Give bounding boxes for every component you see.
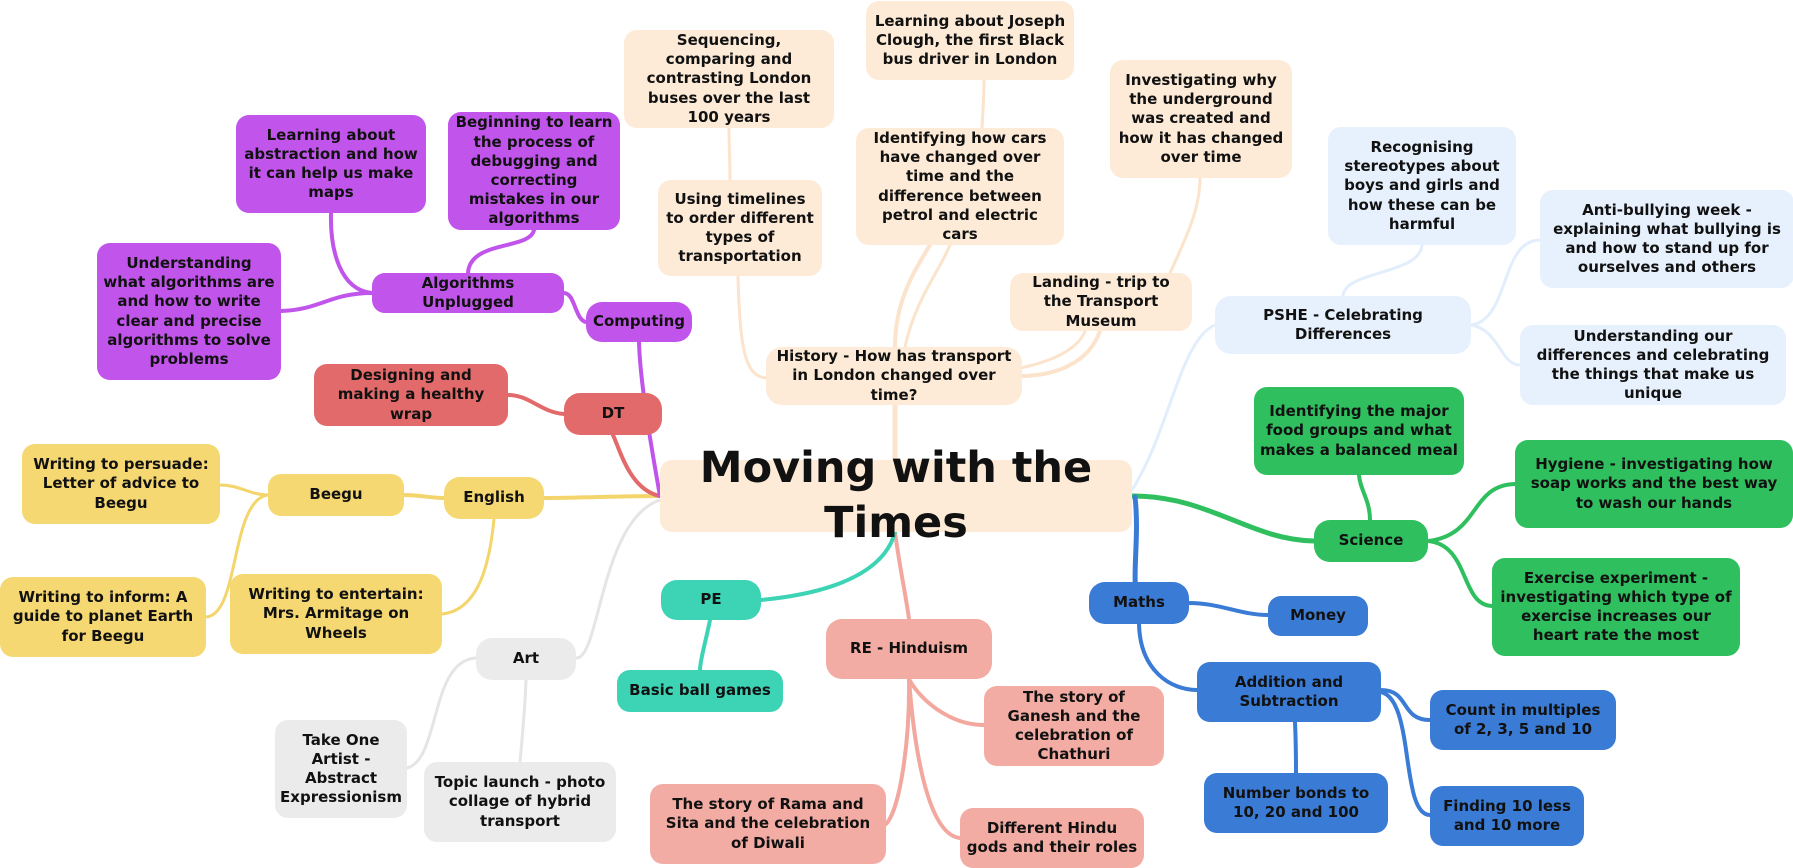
maths-bonds-node[interactable]: Number bonds to 10, 20 and 100 [1204, 773, 1388, 833]
link-unplugged-algorithms [279, 291, 374, 313]
dt-wrap-node[interactable]: Designing and making a healthy wrap [314, 364, 508, 426]
link-addsub-bonds [1293, 720, 1298, 775]
link-re-gods [907, 677, 962, 840]
science-hygiene-node[interactable]: Hygiene - investigating how soap works a… [1515, 440, 1793, 528]
pshe-stereotypes-node[interactable]: Recognising stereotypes about boys and g… [1328, 127, 1516, 245]
link-art-collage [518, 678, 528, 764]
maths-node[interactable]: Maths [1089, 582, 1189, 624]
pe-node[interactable]: PE [661, 580, 761, 620]
english-persuade-node[interactable]: Writing to persuade: Letter of advice to… [22, 444, 220, 524]
link-pshe-stereotypes [1341, 243, 1424, 298]
link-center-dt [611, 433, 662, 498]
art-artist-node[interactable]: Take One Artist - Abstract Expressionism [275, 720, 407, 818]
re-ganesh-node[interactable]: The story of Ganesh and the celebration … [984, 686, 1164, 766]
history-buses-node[interactable]: Sequencing, comparing and contrasting Lo… [624, 30, 834, 128]
computing-node[interactable]: Computing [586, 302, 692, 342]
link-center-re [893, 530, 911, 621]
link-landing-underground [1168, 176, 1202, 275]
link-addsub-tenless [1379, 690, 1432, 817]
english-entertain-node[interactable]: Writing to entertain: Mrs. Armitage on W… [230, 574, 442, 654]
comp-algorithms-node[interactable]: Understanding what algorithms are and ho… [97, 243, 281, 380]
link-pshe-antibullying [1469, 238, 1542, 327]
link-unplugged-abstraction [328, 211, 374, 295]
re-rama-node[interactable]: The story of Rama and Sita and the celeb… [650, 784, 886, 864]
link-history-cars [893, 243, 932, 349]
art-collage-node[interactable]: Topic launch - photo collage of hybrid t… [424, 762, 616, 842]
link-beegu-inform [204, 493, 270, 619]
link-cars-clough [980, 78, 986, 130]
link-beegu-persuade [218, 483, 270, 497]
comp-debugging-node[interactable]: Beginning to learn the process of debugg… [448, 112, 620, 230]
re-node[interactable]: RE - Hinduism [826, 619, 992, 679]
link-center-pshe [1130, 323, 1217, 492]
pshe-antibullying-node[interactable]: Anti-bullying week - explaining what bul… [1540, 190, 1793, 288]
pshe-differences-node[interactable]: Understanding our differences and celebr… [1520, 325, 1786, 405]
link-center-pe [759, 530, 897, 602]
link-maths-addsub [1137, 622, 1199, 692]
pe-ball-node[interactable]: Basic ball games [617, 670, 783, 712]
re-gods-node[interactable]: Different Hindu gods and their roles [960, 808, 1144, 868]
link-center-art [574, 498, 662, 660]
link-english-beegu [402, 493, 446, 500]
history-clough-node[interactable]: Learning about Joseph Clough, the first … [866, 1, 1074, 80]
pshe-node[interactable]: PSHE - Celebrating Differences [1215, 296, 1471, 354]
link-addsub-multiples [1379, 688, 1432, 722]
science-node[interactable]: Science [1314, 520, 1428, 562]
link-computing-unplugged [562, 291, 588, 324]
maths-money-node[interactable]: Money [1268, 596, 1368, 636]
link-history-timelines [736, 274, 770, 380]
comp-abstraction-node[interactable]: Learning about abstraction and how it ca… [236, 115, 426, 213]
art-node[interactable]: Art [476, 638, 576, 680]
english-beegu-node[interactable]: Beegu [268, 474, 404, 516]
maths-multiples-node[interactable]: Count in multiples of 2, 3, 5 and 10 [1430, 690, 1616, 750]
history-cars-node[interactable]: Identifying how cars have changed over t… [856, 128, 1064, 245]
link-maths-money [1187, 601, 1270, 617]
link-center-science [1129, 493, 1317, 544]
comp-unplugged-node[interactable]: Algorithms Unplugged [372, 273, 564, 313]
link-pshe-differences [1469, 323, 1522, 367]
history-landing-node[interactable]: Landing - trip to the Transport Museum [1010, 273, 1192, 331]
link-art-artist [405, 656, 478, 770]
history-node[interactable]: History - How has transport in London ch… [766, 347, 1022, 405]
maths-tenless-node[interactable]: Finding 10 less and 10 more [1430, 786, 1584, 846]
link-history-landing-2 [1018, 329, 1087, 370]
maths-addsub-node[interactable]: Addition and Subtraction [1197, 662, 1381, 722]
science-food-node[interactable]: Identifying the major food groups and wh… [1254, 387, 1464, 475]
science-exercise-node[interactable]: Exercise experiment - investigating whic… [1492, 558, 1740, 656]
link-re-rama [884, 677, 912, 826]
english-node[interactable]: English [444, 477, 544, 519]
english-inform-node[interactable]: Writing to inform: A guide to planet Ear… [0, 577, 206, 657]
history-underground-node[interactable]: Investigating why the underground was cr… [1110, 60, 1292, 178]
link-english-entertain [440, 517, 496, 616]
link-history-landing [1018, 329, 1102, 378]
link-dt-wrap [506, 393, 566, 416]
link-timelines-buses [727, 126, 732, 182]
link-center-english [542, 494, 662, 500]
link-science-hygiene [1426, 482, 1517, 543]
link-science-exercise [1426, 539, 1494, 608]
link-science-food [1357, 473, 1372, 522]
central-topic[interactable]: Moving with the Times [660, 443, 1132, 548]
link-pe-ball [698, 618, 712, 672]
link-history-cars-2 [903, 243, 952, 349]
link-unplugged-debugging [466, 228, 536, 275]
link-re-ganesh [907, 677, 986, 727]
history-timelines-node[interactable]: Using timelines to order different types… [658, 180, 822, 276]
dt-node[interactable]: DT [564, 393, 662, 435]
